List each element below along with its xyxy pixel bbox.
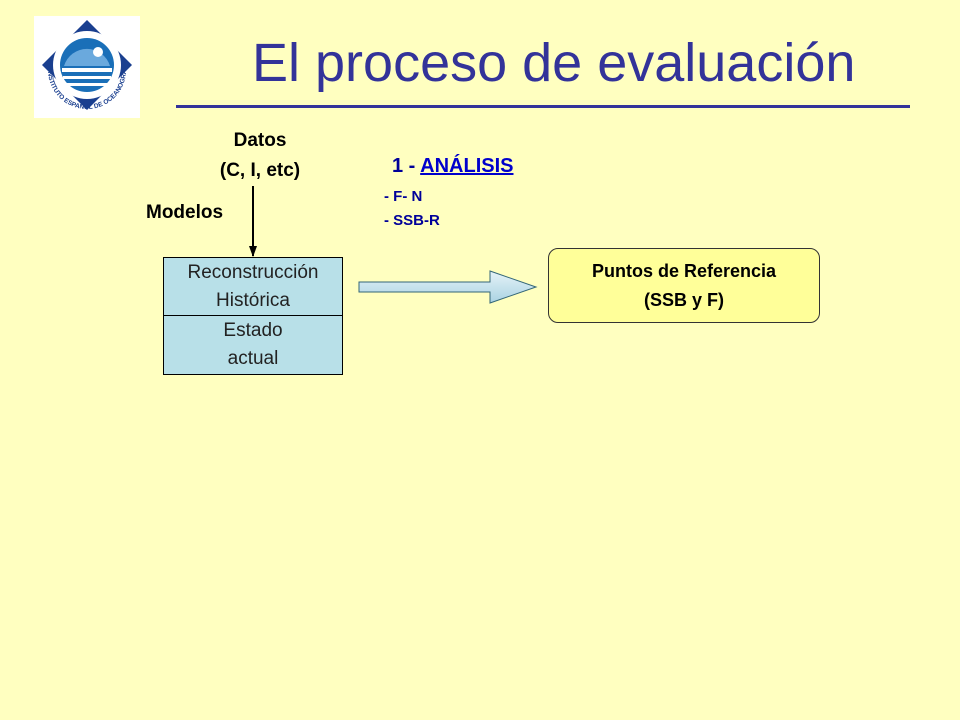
analysis-heading: 1 - ANÁLISIS xyxy=(392,155,514,178)
logo-emblem-icon: INSTITUTO ESPAÑOL DE OCEANOGRAFÍA 1914 xyxy=(32,9,132,111)
current-state-line1: Estado xyxy=(223,320,283,341)
analysis-item-ssb-r: - SSB-R xyxy=(384,212,440,229)
models-label: Modelos xyxy=(146,202,224,223)
input-data-line2: (C, I, etc) xyxy=(219,160,301,181)
input-data-line1: Datos xyxy=(233,130,287,151)
title-underline xyxy=(176,105,910,108)
data-to-model-arrowhead xyxy=(249,246,257,257)
reference-points-box: Puntos de Referencia (SSB y F) xyxy=(548,248,820,323)
analysis-item-f-n: - F- N xyxy=(384,188,423,205)
input-data-label: Datos (C, I, etc) xyxy=(200,126,320,186)
reconstruction-line1: Reconstrucción xyxy=(187,261,319,283)
reconstruction-box: Reconstrucción Histórica xyxy=(163,257,343,316)
reconstruction-line2: Histórica xyxy=(216,289,290,311)
current-state-line2: actual xyxy=(227,348,279,369)
reference-points-line2: (SSB y F) xyxy=(643,289,724,310)
reference-points-line1: Puntos de Referencia xyxy=(591,260,777,281)
page-title: El proceso de evaluación xyxy=(252,33,856,93)
current-state-box: Estado actual xyxy=(163,316,343,375)
analysis-link[interactable]: ANÁLISIS xyxy=(420,155,514,177)
analysis-prefix: 1 - xyxy=(392,155,421,177)
ieo-logo: INSTITUTO ESPAÑOL DE OCEANOGRAFÍA 1914 xyxy=(32,9,140,118)
block-arrow xyxy=(358,270,538,304)
